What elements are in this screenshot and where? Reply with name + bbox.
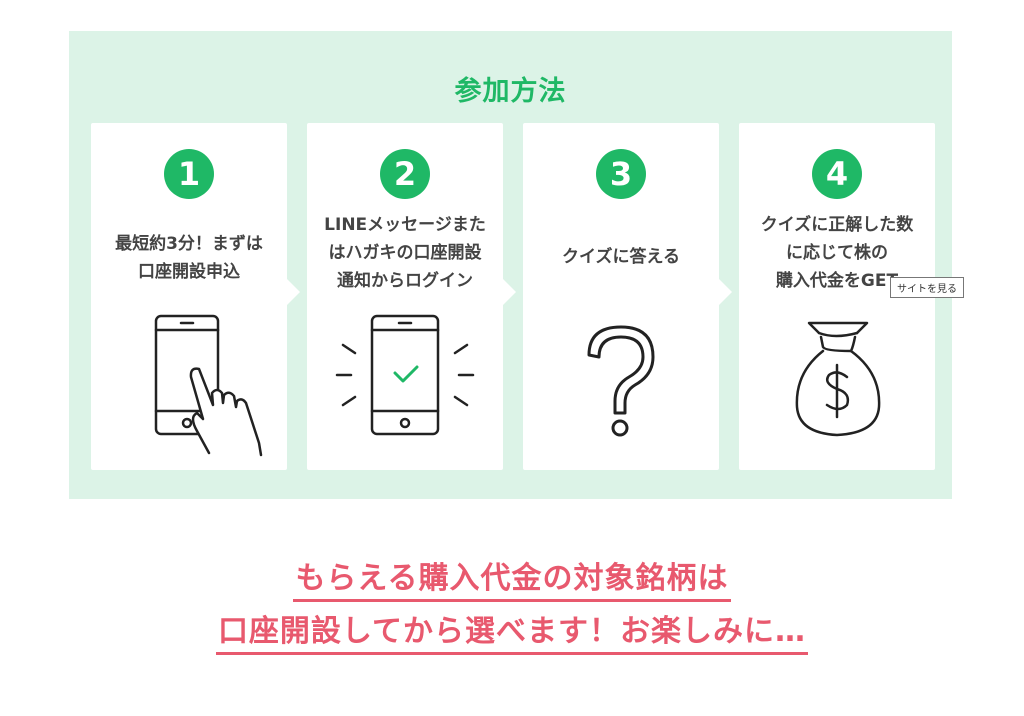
step-text-2: LINEメッセージまた はハガキの口座開設 通知からログイン: [324, 215, 486, 291]
step-card-3: 3 クイズに答える: [523, 123, 719, 470]
promo-text-1: もらえる購入代金の対象銘柄は: [293, 553, 731, 602]
step-text-3: クイズに答える: [562, 247, 680, 267]
promo-text-2: 口座開設してから選べます！お楽しみに…: [215, 606, 809, 655]
promo-line-2: 口座開設してから選べます！お楽しみに…: [0, 606, 1024, 655]
step-text-1: 最短約3分！まずは 口座開設申込: [115, 234, 263, 282]
step-number-3: 3: [596, 149, 646, 199]
smartphone-check-icon: [335, 314, 475, 436]
step-card-2: 2 LINEメッセージまた はハガキの口座開設 通知からログイン: [307, 123, 503, 470]
smartphone-tap-icon: [154, 314, 263, 457]
promo-line-1: もらえる購入代金の対象銘柄は: [0, 553, 1024, 602]
participation-panel: 参加方法 1 最短約3分！まずは 口座開設申込 2 LINEメッセージまた はハ…: [69, 31, 952, 499]
step-text-4: クイズに正解した数 に応じて株の 購入代金をGET: [760, 215, 914, 291]
money-bag-icon: [795, 321, 881, 437]
step-arrow-2: [503, 279, 516, 305]
step-number-1: 1: [164, 149, 214, 199]
question-mark-icon: [587, 325, 655, 437]
step-number-2: 2: [380, 149, 430, 199]
step-arrow-3: [719, 279, 732, 305]
step-number-4: 4: [812, 149, 862, 199]
panel-title: 参加方法: [454, 76, 567, 107]
step-card-1: 1 最短約3分！まずは 口座開設申込: [91, 123, 287, 470]
tooltip-visit-site[interactable]: サイトを見る: [890, 277, 964, 298]
step-arrow-1: [287, 279, 300, 305]
